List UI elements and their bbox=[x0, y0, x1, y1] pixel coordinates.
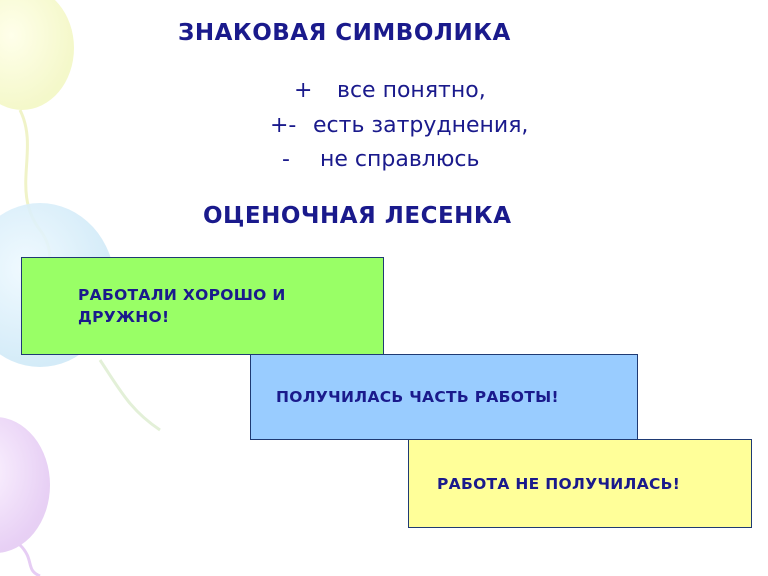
ladder-step-label: РАБОТА НЕ ПОЛУЧИЛАСЬ! bbox=[437, 474, 681, 493]
legend-text: не справлюсь bbox=[320, 147, 480, 172]
legend-text: все понятно, bbox=[337, 78, 486, 103]
ladder-step-partial: ПОЛУЧИЛАСЬ ЧАСТЬ РАБОТЫ! bbox=[250, 354, 638, 440]
ladder-step-failed: РАБОТА НЕ ПОЛУЧИЛАСЬ! bbox=[408, 439, 752, 528]
legend-text: есть затруднения, bbox=[313, 113, 529, 138]
legend-item-cannot-cope: - не справлюсь bbox=[282, 147, 479, 172]
signs-title: ЗНАКОВАЯ СИМВОЛИКА bbox=[178, 20, 511, 46]
legend-symbol: + bbox=[294, 78, 313, 103]
legend-item-understood: + все понятно, bbox=[294, 78, 486, 103]
ladder-title: ОЦЕНОЧНАЯ ЛЕСЕНКА bbox=[203, 203, 512, 229]
legend-symbol: - bbox=[282, 147, 290, 172]
legend-item-difficulties: +- есть затруднения, bbox=[270, 113, 528, 138]
legend-symbol: +- bbox=[270, 113, 297, 138]
ladder-step-label: ПОЛУЧИЛАСЬ ЧАСТЬ РАБОТЫ! bbox=[276, 388, 559, 406]
balloon-yellow bbox=[0, 0, 74, 110]
balloon-purple bbox=[0, 417, 50, 553]
ladder-step-good: РАБОТАЛИ ХОРОШО И ДРУЖНО! bbox=[21, 257, 384, 355]
ladder-step-label: РАБОТАЛИ ХОРОШО И ДРУЖНО! bbox=[78, 286, 286, 326]
